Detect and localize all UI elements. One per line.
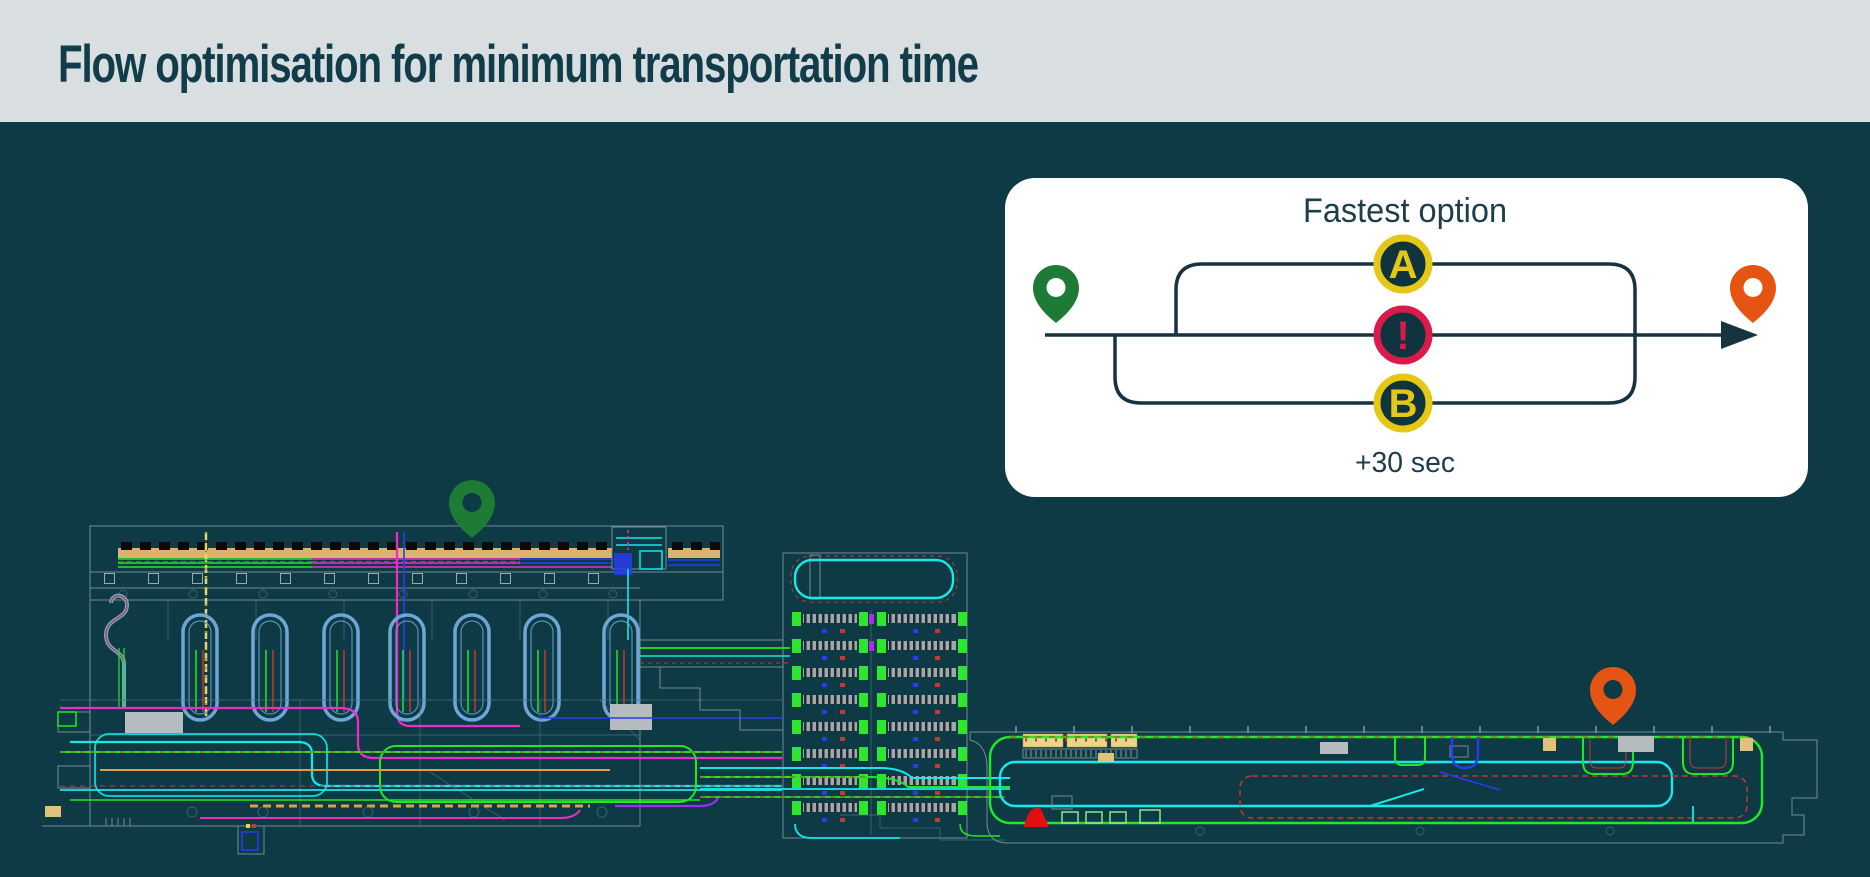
fastest-option-label: Fastest option — [1303, 192, 1507, 230]
map-destination-pin-icon — [1590, 667, 1636, 725]
map-origin-pin-icon — [449, 480, 495, 538]
alert-badge: ! — [1373, 305, 1433, 365]
left-terminal-building — [42, 525, 782, 855]
arrowhead-icon — [1721, 321, 1758, 349]
route-diagram: A ! B Fastest option +30 sec — [1033, 192, 1776, 479]
option-a-label: A — [1389, 243, 1418, 287]
option-a-badge: A — [1373, 234, 1433, 294]
delay-label: +30 sec — [1355, 447, 1455, 479]
hook-conveyor — [103, 593, 130, 708]
right-pier-building — [969, 726, 1818, 844]
connector-corridor — [639, 639, 790, 731]
alarm-marker — [1024, 806, 1049, 827]
origin-pin-icon — [1033, 265, 1079, 323]
alert-label: ! — [1396, 314, 1409, 358]
vertical-loop-conveyors — [181, 613, 640, 722]
route-options-card: A ! B Fastest option +30 sec — [1005, 178, 1808, 497]
route-b-loop — [1113, 335, 1637, 405]
page-title: Flow optimisation for minimum transporta… — [58, 35, 979, 94]
option-b-badge: B — [1373, 373, 1433, 433]
title-bar: Flow optimisation for minimum transporta… — [0, 0, 1870, 122]
transfer-lines — [700, 767, 1010, 841]
destination-pin-icon — [1730, 265, 1776, 323]
option-b-label: B — [1389, 382, 1418, 426]
conveyor-tangle — [45, 699, 782, 826]
checkin-row — [104, 542, 720, 584]
sorter-cluster — [611, 526, 667, 575]
storage-block — [782, 552, 1000, 839]
